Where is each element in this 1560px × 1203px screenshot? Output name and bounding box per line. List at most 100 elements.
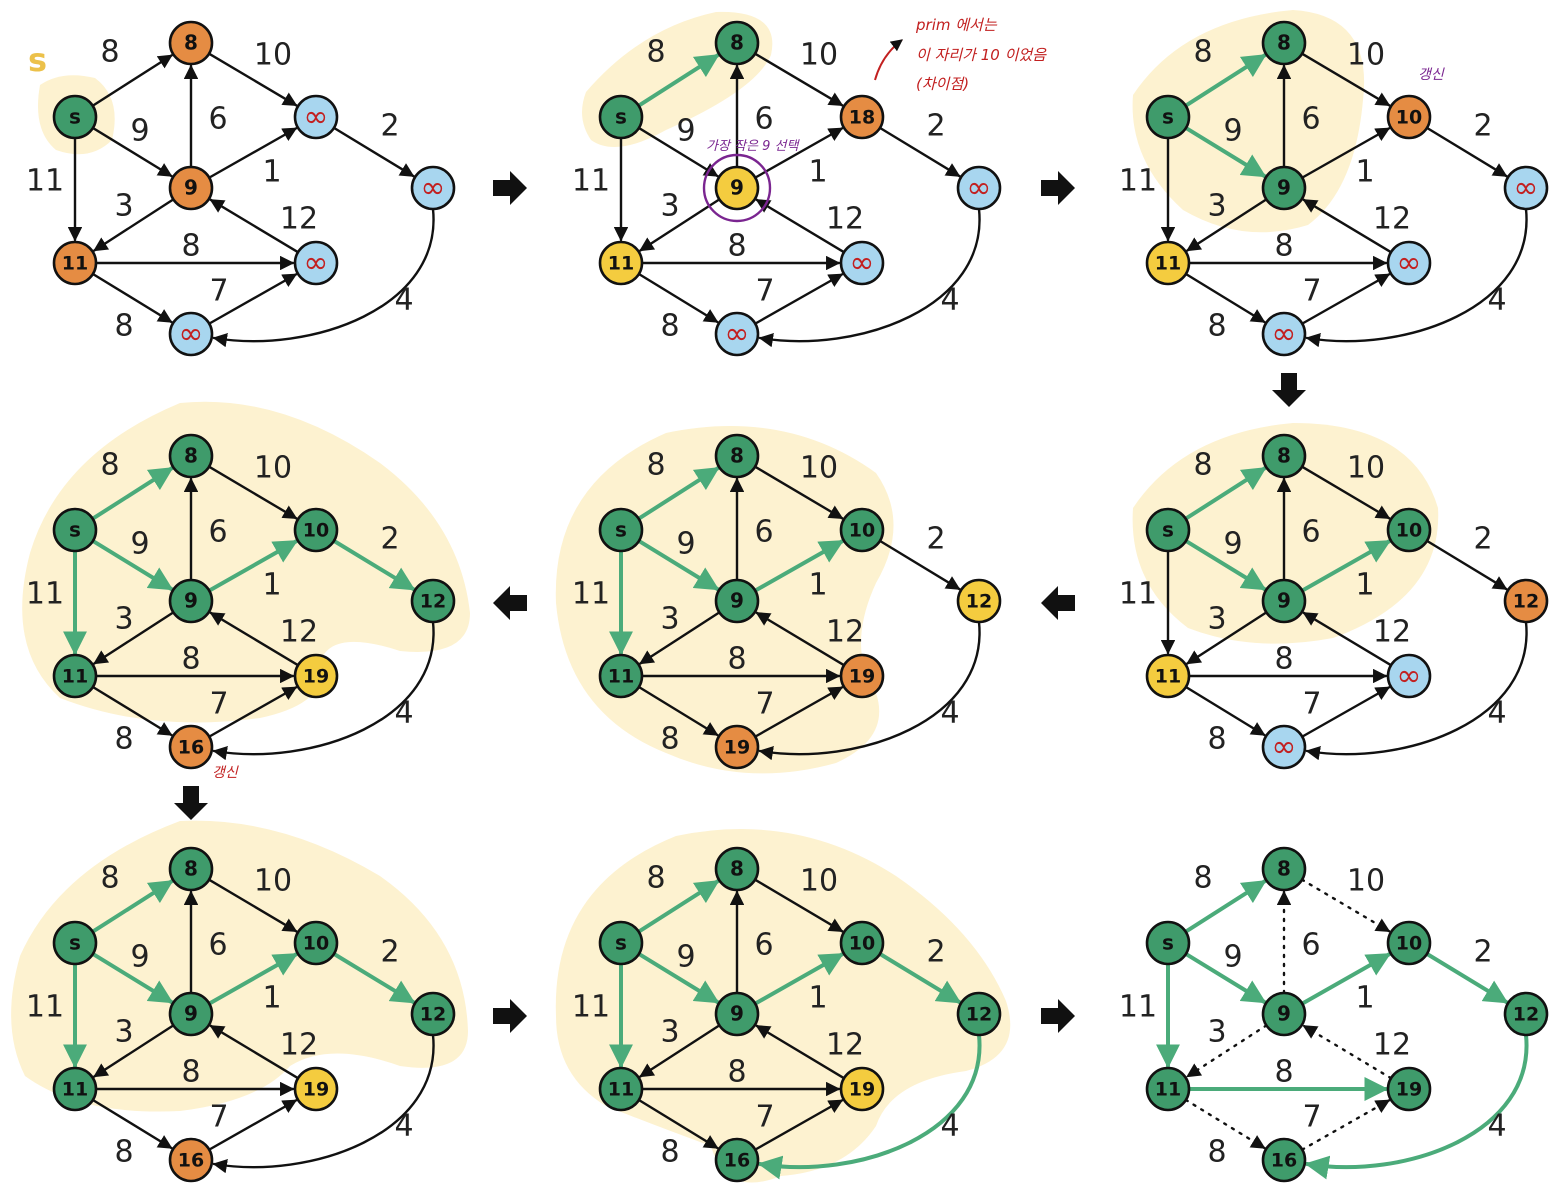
node-c: 9 [1261, 991, 1307, 1037]
node-label-f: ∞ [1397, 246, 1422, 281]
node-label-e: 11 [1155, 666, 1181, 688]
node-s: s [1145, 507, 1191, 553]
node-circle-e [1145, 240, 1191, 286]
node-d: 12 [956, 578, 1002, 624]
node-label-g: 16 [724, 1150, 750, 1172]
edge-weight-e-f: 8 [1274, 229, 1293, 264]
node-label-c: 9 [1277, 589, 1291, 613]
node-circle-c [168, 991, 214, 1037]
edge-weight-s-e: 11 [26, 990, 64, 1025]
edge-weight-s-e: 11 [1119, 164, 1157, 199]
node-label-d: 12 [420, 591, 446, 613]
node-c: 9 [1261, 578, 1307, 624]
edge-weight-e-g: 8 [660, 1135, 679, 1170]
node-c: 9 [168, 991, 214, 1037]
node-b: 10 [839, 507, 885, 553]
node-label-b: 10 [849, 520, 875, 542]
node-circle-g [168, 311, 214, 357]
edge-weight-g-f: 7 [209, 687, 228, 722]
edge-weight-d-g: 4 [940, 283, 959, 318]
node-circle-g [1261, 311, 1307, 357]
edge-b-d [1425, 126, 1508, 178]
node-circle-f [839, 1066, 885, 1112]
visited-region-p4 [1132, 423, 1439, 644]
node-circle-e [52, 653, 98, 699]
step-transition-arrow-6 [174, 786, 208, 820]
edge-weight-s-a: 8 [1193, 35, 1212, 70]
node-label-c: 9 [730, 1002, 744, 1026]
node-label-d: ∞ [1514, 171, 1539, 206]
node-a: 8 [714, 433, 760, 479]
node-circle-s [1145, 94, 1191, 140]
edge-s-c [1183, 125, 1267, 178]
node-label-d: ∞ [421, 171, 446, 206]
node-circle-e [598, 240, 644, 286]
edge-s-a [636, 53, 720, 108]
node-circle-b [839, 94, 885, 140]
edge-weight-c-e: 3 [1207, 189, 1226, 224]
node-a: 8 [1261, 433, 1307, 479]
node-f: ∞ [1386, 653, 1432, 699]
edge-weight-c-e: 3 [114, 602, 133, 637]
edge-weight-b-d: 2 [380, 109, 399, 144]
node-circle-g [168, 724, 214, 770]
node-label-s: s [1162, 931, 1174, 955]
node-s: s [52, 920, 98, 966]
node-g: ∞ [168, 311, 214, 357]
node-f: ∞ [839, 240, 885, 286]
edge-c-b [1300, 539, 1392, 593]
node-f: 19 [1386, 1066, 1432, 1112]
node-circle-c [714, 991, 760, 1037]
edge-weight-d-g: 4 [1487, 283, 1506, 318]
edge-f-c [1302, 1024, 1393, 1080]
node-e: 11 [1145, 653, 1191, 699]
edge-weight-c-b: 1 [1355, 568, 1374, 603]
edge-a-b [207, 878, 298, 933]
prim-note-line-1: prim 에서는 [916, 16, 997, 34]
edge-weight-c-b: 1 [808, 155, 827, 190]
node-label-g: 16 [178, 1150, 204, 1172]
node-circle-f [293, 653, 339, 699]
node-circle-s [52, 94, 98, 140]
edge-s-a [636, 879, 720, 934]
edge-f-c [755, 198, 846, 254]
edge-weight-c-a: 6 [1301, 515, 1320, 550]
node-label-d: 12 [420, 1004, 446, 1026]
edge-weight-c-a: 6 [208, 928, 227, 963]
node-circle-d [410, 165, 456, 211]
node-label-b: 10 [303, 520, 329, 542]
edge-weight-g-f: 7 [1302, 1100, 1321, 1135]
node-label-f: ∞ [1397, 659, 1422, 694]
node-label-s: s [1162, 105, 1174, 129]
node-label-g: ∞ [1272, 730, 1297, 765]
edge-weight-g-f: 7 [755, 274, 774, 309]
edge-c-b [208, 127, 298, 179]
edge-weight-b-d: 2 [926, 109, 945, 144]
node-circle-g [168, 1137, 214, 1183]
node-label-b: 10 [1396, 933, 1422, 955]
edge-weight-s-a: 8 [100, 35, 119, 70]
edge-weight-b-d: 2 [926, 522, 945, 557]
node-label-e: 11 [62, 253, 88, 275]
edge-weight-c-a: 6 [208, 102, 227, 137]
edge-c-e [639, 1024, 721, 1078]
node-label-b: ∞ [304, 100, 329, 135]
node-circle-s [598, 94, 644, 140]
node-f: 19 [293, 1066, 339, 1112]
edge-e-g [1184, 272, 1266, 324]
edge-weight-c-b: 1 [262, 568, 281, 603]
node-label-d: 12 [1513, 1004, 1539, 1026]
visited-region-p6 [22, 401, 470, 723]
node-label-e: 11 [608, 666, 634, 688]
edge-f-c [209, 611, 300, 667]
edge-b-d [1425, 539, 1508, 591]
